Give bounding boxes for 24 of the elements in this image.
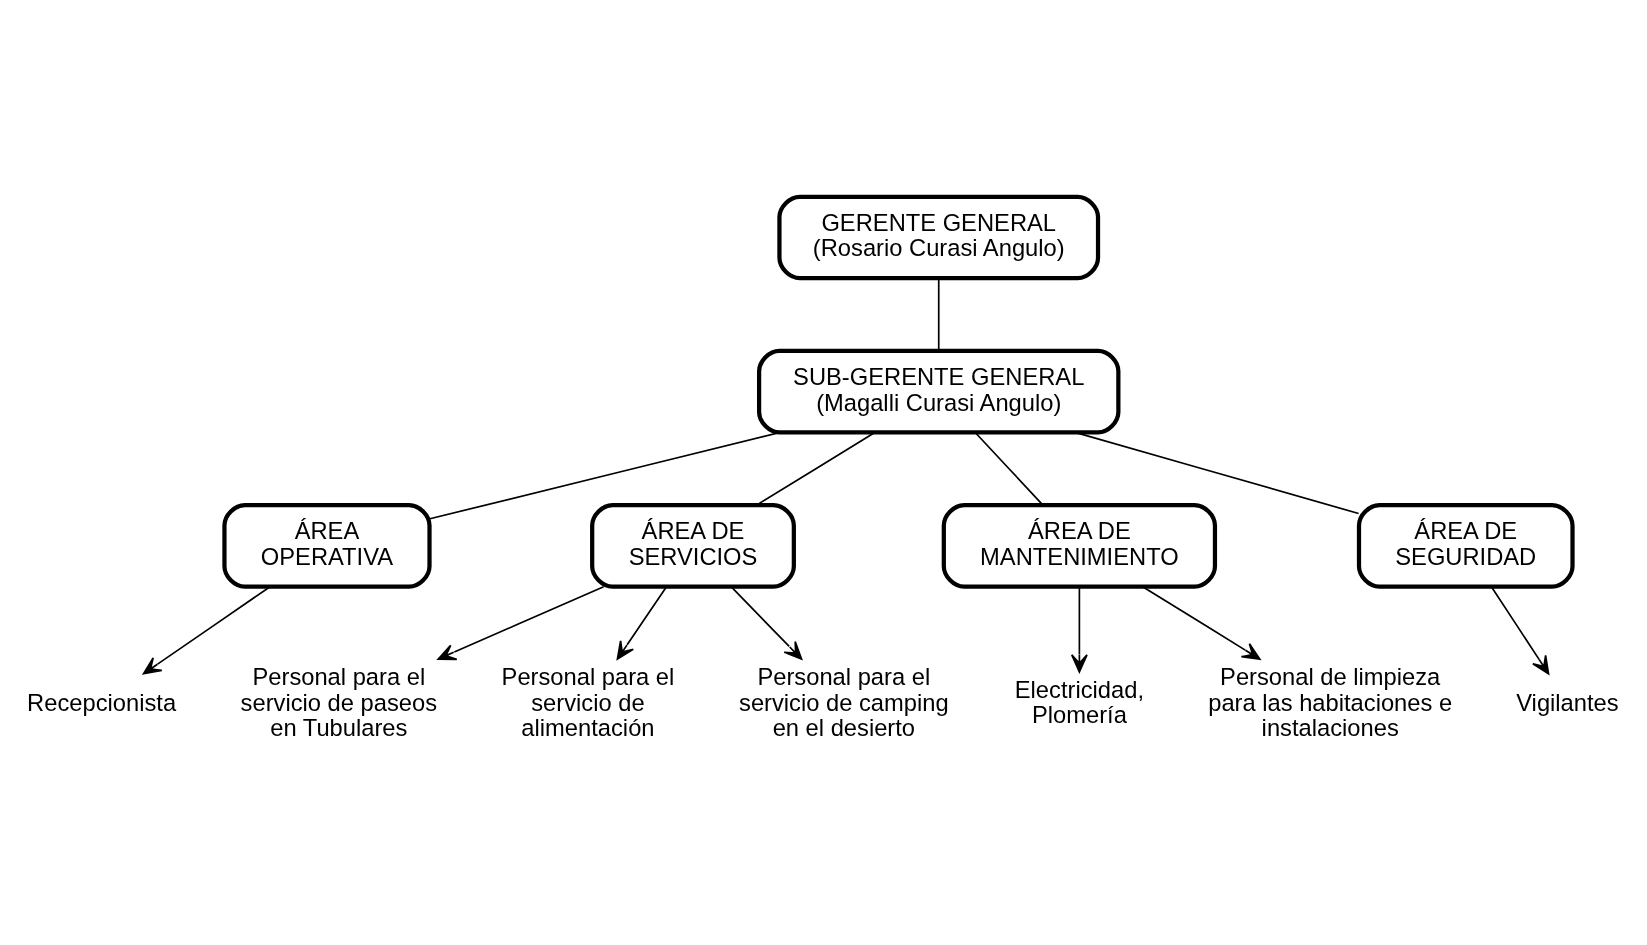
connector — [974, 431, 1044, 506]
arrow — [1141, 585, 1261, 660]
node-text: Vigilantes — [1516, 689, 1619, 716]
node-text: Recepcionista — [27, 689, 177, 716]
node-text: Electricidad, Plomería — [1014, 676, 1144, 728]
arrow — [616, 585, 668, 660]
node-box: ÁREA DE SERVICIOS — [590, 502, 796, 589]
node-box: GERENTE GENERAL (Rosario Curasi Angulo) — [777, 194, 1101, 280]
node-text: Personal para el servicio de camping en el desierto — [739, 663, 949, 741]
arrow — [142, 585, 271, 675]
node-text: Personal de limpieza para las habitaciones e instalaciones — [1208, 663, 1453, 741]
node-box: SUB-GERENTE GENERAL (Magalli Curasi Angulo) — [757, 348, 1121, 434]
node-box: ÁREA OPERATIVA — [222, 502, 432, 589]
node-box: ÁREA DE MANTENIMIENTO — [941, 502, 1218, 589]
arrow — [1490, 585, 1550, 675]
node-text: Personal para el servicio de paseos en Tubulares — [240, 663, 438, 741]
arrow — [1070, 585, 1088, 673]
node-text: Personal para el servicio de alimentación — [501, 663, 675, 741]
connector — [1074, 431, 1360, 514]
node-box: ÁREA DE SEGURIDAD — [1356, 502, 1575, 589]
arrow — [437, 585, 605, 660]
arrow — [730, 585, 803, 660]
connector — [755, 431, 876, 506]
connector — [937, 277, 940, 351]
